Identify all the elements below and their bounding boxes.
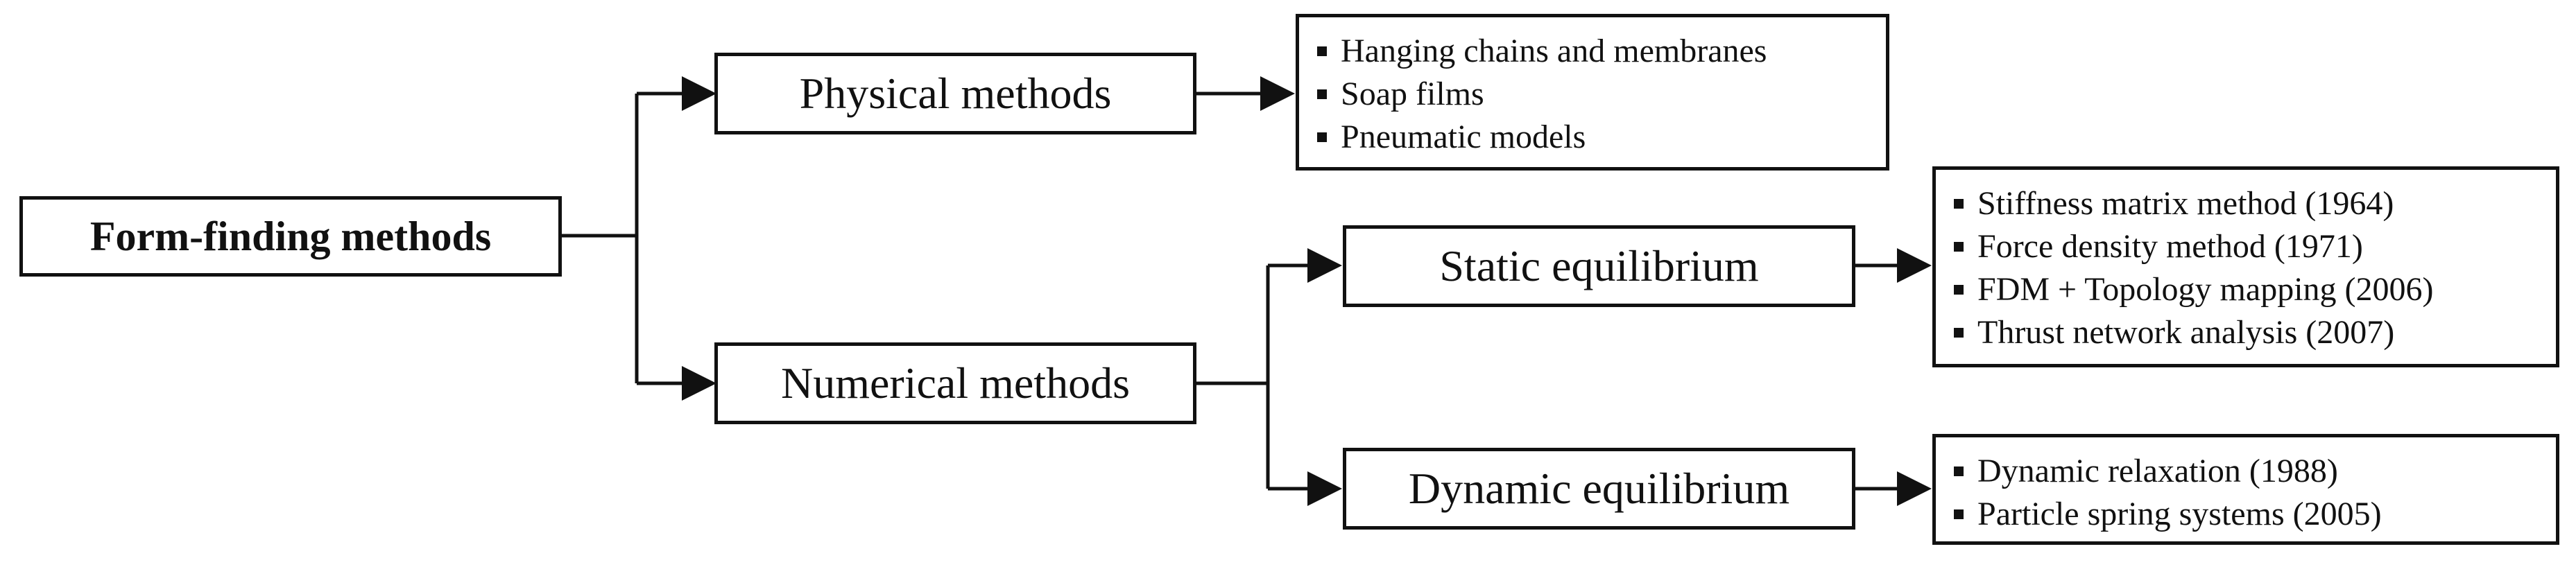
dynamic-equilibrium-label: Dynamic equilibrium <box>1408 464 1790 513</box>
list-item: Soap films <box>1317 73 1868 116</box>
list-item: Pneumatic models <box>1317 116 1868 159</box>
list-item: Stiffness matrix method (1964) <box>1954 182 2538 225</box>
bullet-icon <box>1954 328 1964 338</box>
bullet-icon <box>1954 509 1964 519</box>
list-item: Hanging chains and membranes <box>1317 30 1868 73</box>
bullet-icon <box>1954 466 1964 476</box>
list-item: Particle spring systems (2005) <box>1954 493 2538 536</box>
root-label: Form-finding methods <box>89 213 492 259</box>
physical-methods-label: Physical methods <box>799 69 1112 118</box>
bullet-icon <box>1317 89 1327 99</box>
dynamic-equilibrium-node: Dynamic equilibrium <box>1343 448 1855 530</box>
physical-methods-list: Hanging chains and membranes Soap films … <box>1296 14 1889 171</box>
root-node: Form-finding methods <box>19 196 562 277</box>
numerical-methods-node: Numerical methods <box>714 342 1196 424</box>
static-equilibrium-node: Static equilibrium <box>1343 225 1855 307</box>
physical-methods-node: Physical methods <box>714 53 1196 134</box>
bullet-icon <box>1954 285 1964 295</box>
bullet-icon <box>1317 132 1327 142</box>
bullet-icon <box>1317 46 1327 56</box>
list-item: FDM + Topology mapping (2006) <box>1954 268 2538 311</box>
dynamic-equilibrium-list: Dynamic relaxation (1988) Particle sprin… <box>1932 434 2559 545</box>
list-item: Force density method (1971) <box>1954 225 2538 268</box>
static-equilibrium-list: Stiffness matrix method (1964) Force den… <box>1932 166 2559 367</box>
static-equilibrium-label: Static equilibrium <box>1439 241 1759 290</box>
bullet-icon <box>1954 242 1964 252</box>
list-item: Dynamic relaxation (1988) <box>1954 450 2538 493</box>
bullet-icon <box>1954 199 1964 209</box>
numerical-methods-label: Numerical methods <box>781 358 1130 408</box>
list-item: Thrust network analysis (2007) <box>1954 311 2538 354</box>
